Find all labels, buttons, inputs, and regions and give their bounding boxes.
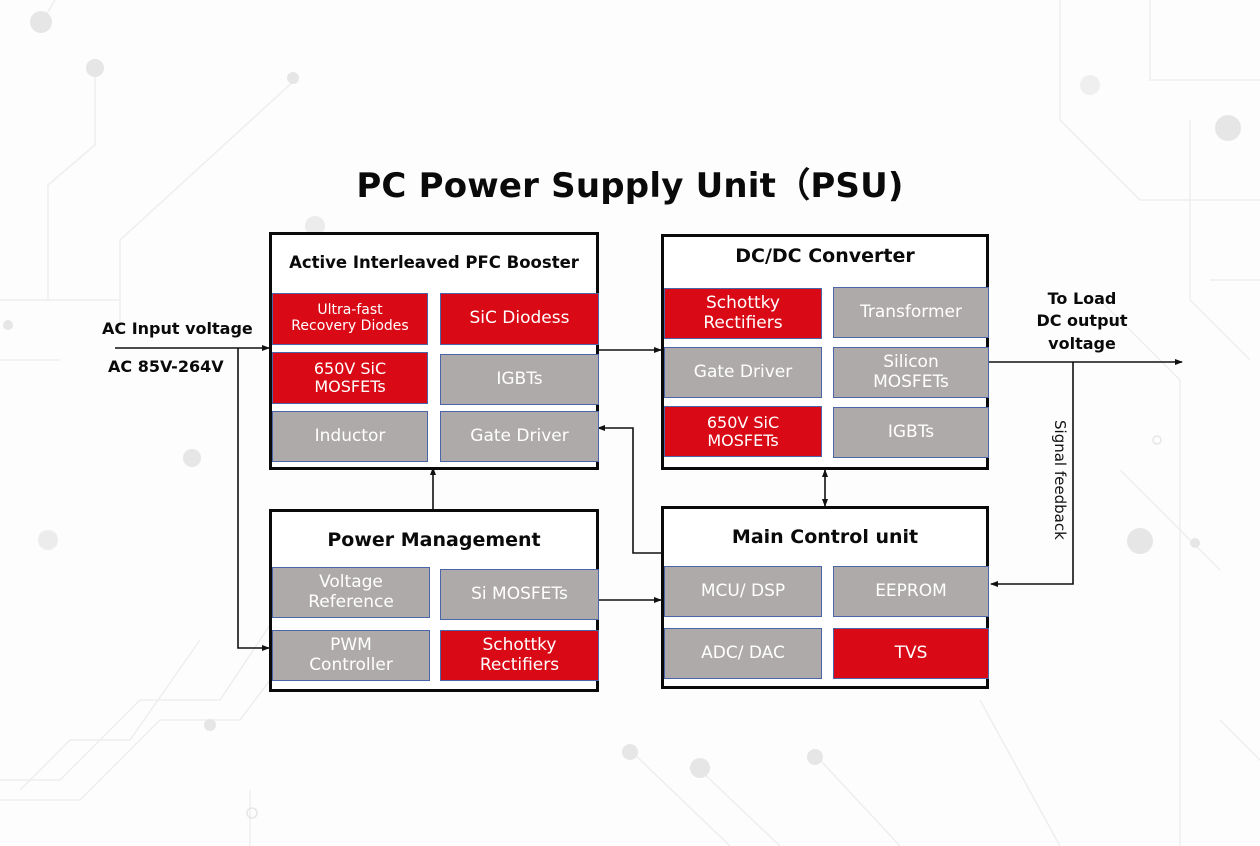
dcdc-cell-gate-driver: Gate Driver (664, 347, 822, 398)
dcdc-cell-transformer: Transformer (833, 287, 989, 338)
mcu-cell-adc-dac: ADC/ DAC (664, 628, 822, 679)
power-cell-pwm-controller: PWM Controller (272, 630, 430, 681)
dcdc-cell-igbts: IGBTs (833, 407, 989, 458)
pfc-booster-block: Active Interleaved PFC Booster Ultra-fas… (269, 232, 599, 470)
mcu-cell-eeprom: EEPROM (833, 566, 989, 617)
main-control-unit-title: Main Control unit (731, 526, 919, 548)
pfc-cell-gate-driver: Gate Driver (440, 411, 599, 462)
dcdc-converter-title: DC/DC Converter (735, 245, 915, 267)
power-cell-voltage-reference: Voltage Reference (272, 567, 430, 618)
dcdc-cell-silicon-mosfets: Silicon MOSFETs (833, 347, 989, 398)
ac-range-label: AC 85V-264V (108, 357, 224, 376)
pfc-cell-igbts: IGBTs (440, 354, 599, 405)
dcdc-cell-650v-sic-mosfets: 650V SiC MOSFETs (664, 406, 822, 457)
dcdc-cell-schottky-rectifiers: Schottky Rectifiers (664, 288, 822, 339)
pfc-cell-sic-diodes: SiC Diodess (440, 293, 599, 345)
pfc-booster-title: Active Interleaved PFC Booster (289, 253, 579, 272)
signal-feedback-label: Signal feedback (1051, 420, 1069, 540)
pfc-cell-inductor: Inductor (272, 411, 428, 462)
dcdc-converter-block: DC/DC Converter Schottky Rectifiers Tran… (661, 234, 989, 470)
mcu-cell-mcu-dsp: MCU/ DSP (664, 566, 822, 617)
pfc-cell-ultrafast-diodes: Ultra-fast Recovery Diodes (272, 293, 428, 345)
power-management-title: Power Management (327, 529, 541, 551)
mcu-cell-tvs: TVS (833, 628, 989, 679)
dc-output-label: To Load DC output voltage (1036, 289, 1128, 353)
pfc-cell-650v-sic-mosfets: 650V SiC MOSFETs (272, 352, 428, 404)
page-title: PC Power Supply Unit（PSU) (356, 166, 904, 206)
ac-input-label: AC Input voltage (102, 319, 253, 338)
power-cell-si-mosfets: Si MOSFETs (440, 569, 599, 620)
power-management-block: Power Management Voltage Reference Si MO… (269, 509, 599, 692)
main-control-unit-block: Main Control unit MCU/ DSP EEPROM ADC/ D… (661, 506, 989, 689)
power-cell-schottky-rectifiers: Schottky Rectifiers (440, 630, 599, 681)
